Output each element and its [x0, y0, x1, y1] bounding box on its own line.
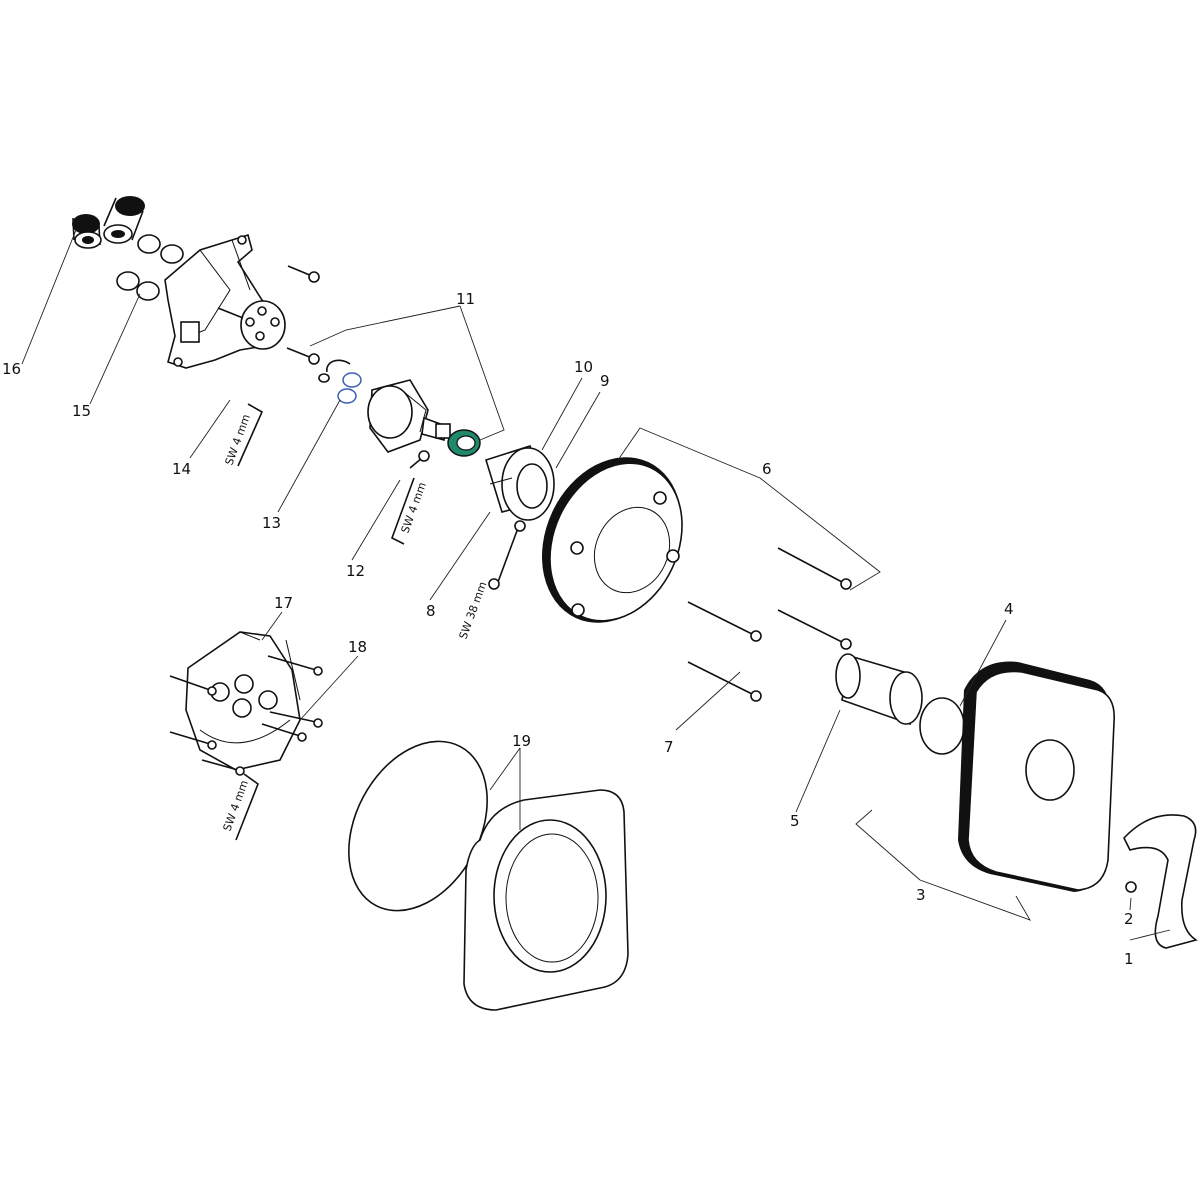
hex-key-12: [391, 477, 415, 545]
cartridge-11: [367, 379, 451, 453]
screw-12: [409, 450, 430, 469]
callout-12: 12: [346, 562, 365, 580]
lever-handle-1: [1123, 814, 1198, 949]
callout-labels: 16 15 14 13 12 8 11 10 9 6 7 5 4 3 2 1 1…: [2, 290, 1134, 968]
callout-10: 10: [574, 358, 593, 376]
trim-plate-3: [958, 661, 1115, 892]
tool-label-wrench-8: SW 38 mm: [457, 580, 490, 641]
callout-6: 6: [762, 460, 772, 478]
hex-key-14: [237, 403, 264, 467]
rough-in-body-17: [185, 631, 301, 771]
wrench-8: [488, 520, 526, 590]
retaining-clip: [318, 359, 351, 383]
extension-sleeve-5: [835, 653, 923, 726]
blue-o-rings-13: [337, 372, 362, 404]
mounting-ring-6: [542, 457, 683, 623]
callout-14: 14: [172, 460, 191, 478]
tool-label-hex-key-14: SW 4 mm: [223, 413, 253, 468]
o-ring-4: [919, 697, 965, 755]
callout-9: 9: [600, 372, 610, 390]
callout-7: 7: [664, 738, 674, 756]
green-nut: [447, 429, 481, 457]
sleeve-9-10: [485, 444, 555, 521]
screws-18: [169, 655, 323, 776]
callout-17: 17: [274, 594, 293, 612]
square-frame-19: [463, 789, 629, 1011]
mixer-body: [164, 233, 286, 369]
callout-18: 18: [348, 638, 367, 656]
callout-3: 3: [916, 886, 926, 904]
threaded-insert-16: [72, 196, 145, 249]
tool-label-hex-key-17: SW 4 mm: [221, 779, 251, 834]
callout-1: 1: [1124, 950, 1134, 968]
callout-8: 8: [426, 602, 436, 620]
callout-4: 4: [1004, 600, 1014, 618]
o-rings-15: [116, 234, 184, 301]
tool-labels: SW 4 mm SW 4 mm SW 38 mm SW 4 mm: [221, 413, 490, 834]
callout-5: 5: [790, 812, 800, 830]
long-screws: [687, 547, 852, 702]
callout-2: 2: [1124, 910, 1134, 928]
callout-11: 11: [456, 290, 475, 308]
callout-15: 15: [72, 402, 91, 420]
callout-19: 19: [512, 732, 531, 750]
leader-lines: [21, 229, 1171, 941]
hex-key-17: [235, 773, 259, 841]
set-screw-2: [1125, 881, 1137, 893]
callout-16: 16: [2, 360, 21, 378]
body-screws: [286, 265, 320, 365]
callout-13: 13: [262, 514, 281, 532]
